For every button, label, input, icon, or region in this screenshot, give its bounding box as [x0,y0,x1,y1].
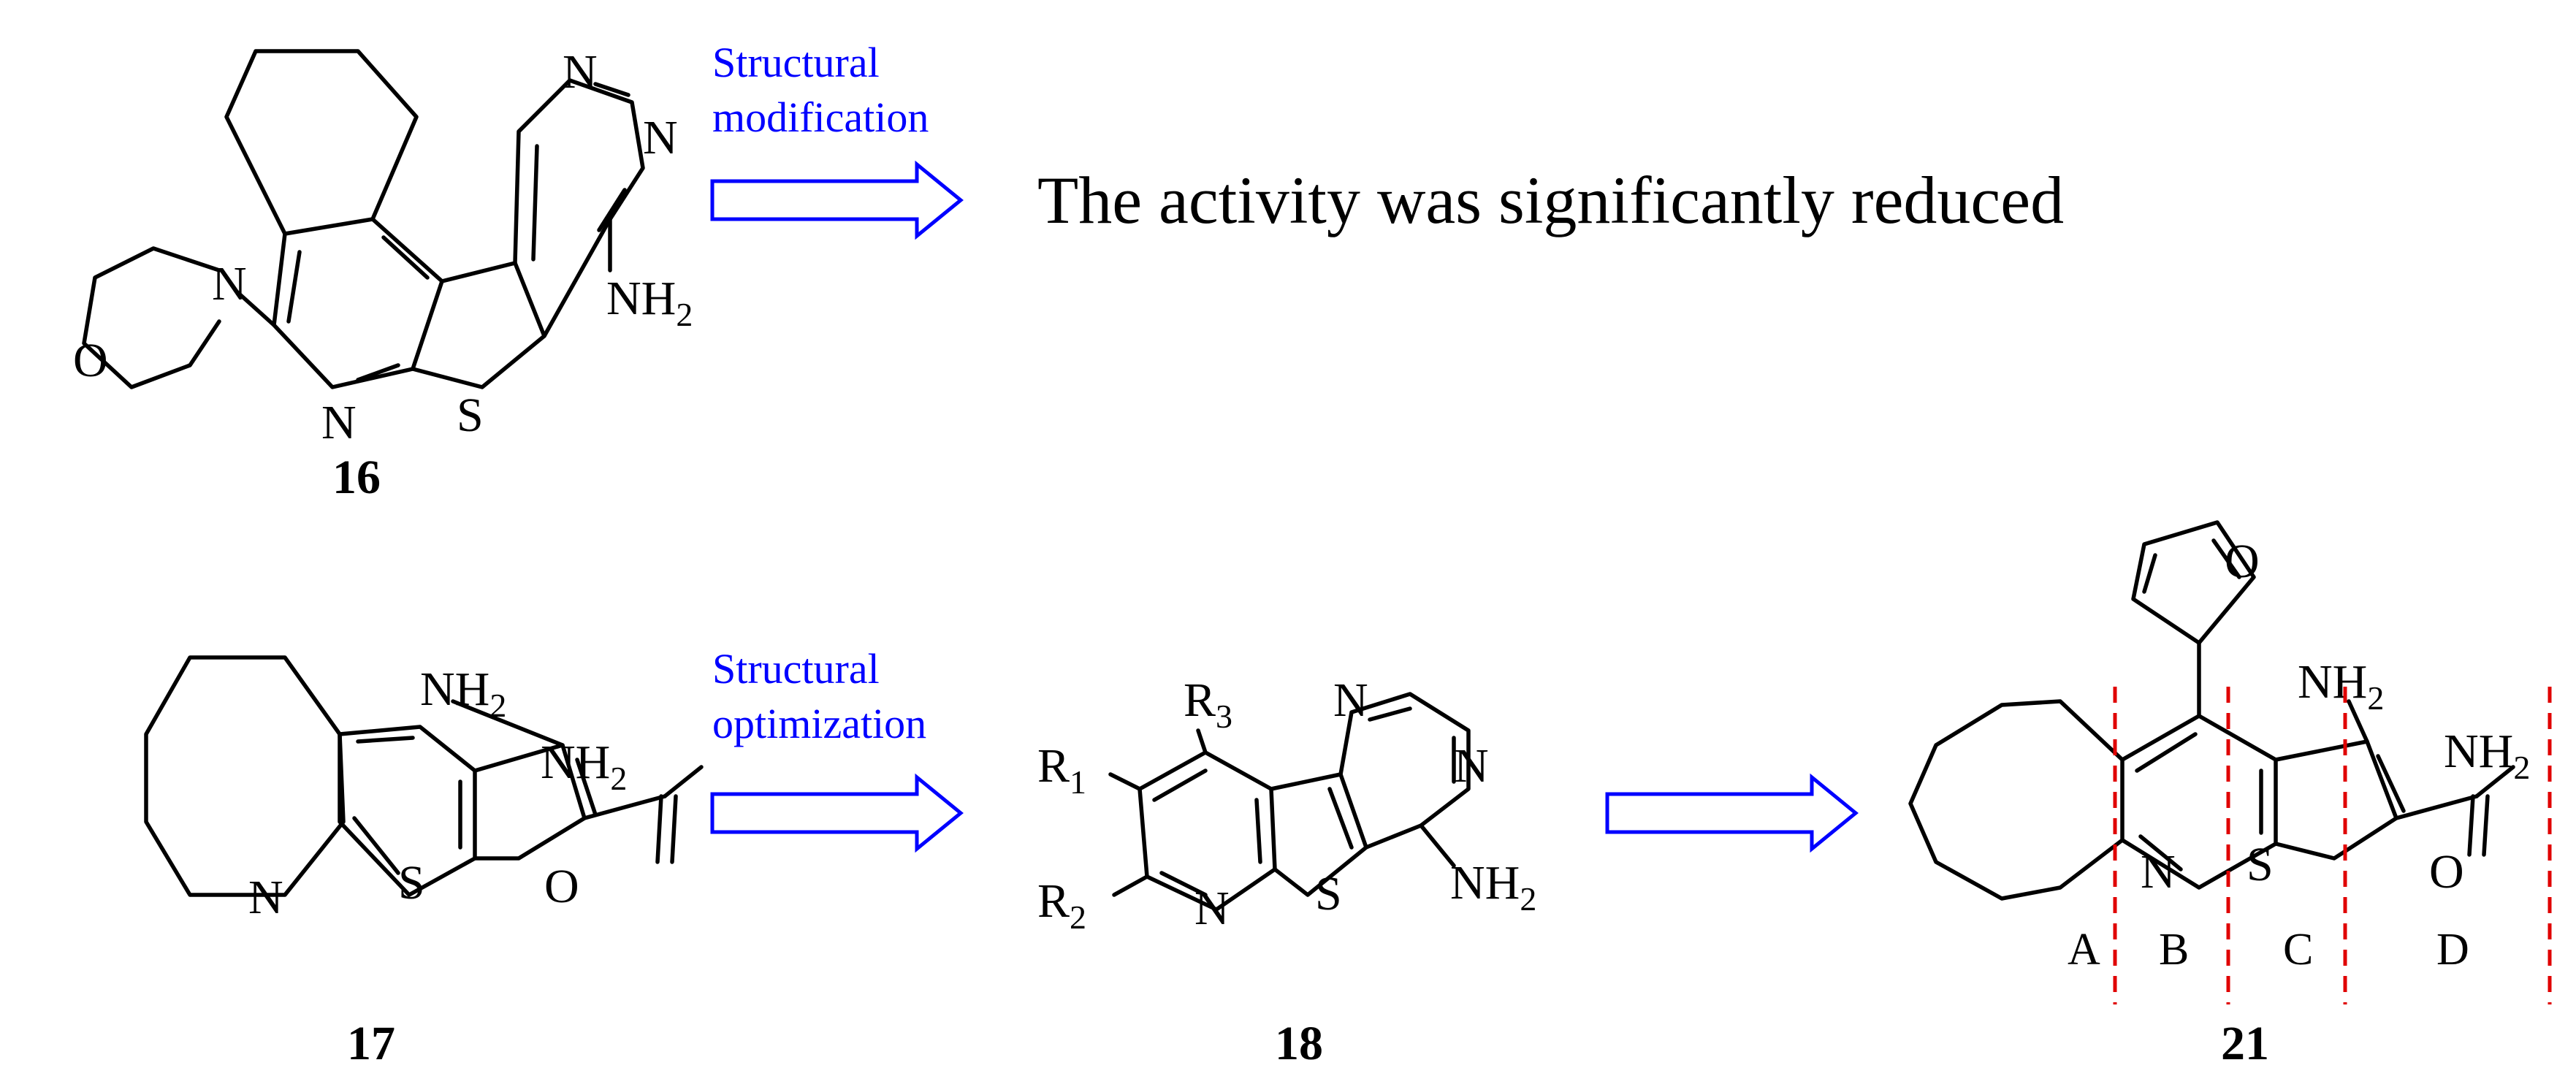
c18-atom-r2: R2 [1037,874,1086,936]
c21-furan-bonds [2131,520,2256,645]
ring-label-b: B [2159,925,2189,975]
compound-21-structure [1908,520,2515,901]
bottom-structural-optimization-arrow [710,773,964,853]
c16-atom-s: S [457,389,484,442]
c16-atom-n3: N [212,257,247,310]
c17-atom-o: O [544,860,579,913]
top-structural-modification-arrow [710,160,964,240]
c18-atom-r1: R1 [1037,739,1086,801]
ring-label-d: D [2436,925,2469,975]
c18-atom-n-pyrimidine-2: N [1454,739,1489,793]
c16-atom-n1: N [563,45,598,99]
c21-pyridine-bonds [2120,714,2278,890]
c21-atom-o-furan: O [2225,535,2260,588]
compound-18-structure [1108,692,1471,912]
c16-cyclohexane-bonds [224,49,419,236]
arrow-to-compound-21 [1605,773,1859,853]
c17-atom-nh2-amide: NH2 [541,736,627,797]
top-arrow-label-line2: modification [712,94,929,141]
c17-atom-s: S [398,856,425,909]
c21-atom-n: N [2141,845,2176,899]
c18-atom-r3: R3 [1184,674,1232,735]
compound-16-structure [82,49,645,389]
c16-thiophene-bonds [411,261,546,389]
c17-atom-n: N [248,871,283,924]
c17-atom-nh2-amine: NH2 [420,663,506,724]
c21-atom-nh2-amine: NH2 [2298,655,2384,717]
c18-atom-nh2: NH2 [1450,856,1536,918]
c16-pyridine-bonds [272,217,444,389]
c17-cyclooctane-bonds [144,655,346,897]
ring-label-a: A [2068,925,2100,975]
result-statement: The activity was significantly reduced [1037,163,2064,237]
c18-atom-n-pyridine: N [1194,882,1230,935]
bottom-arrow-label-line2: optimization [712,700,926,747]
c21-cyclooctane-bonds [1908,699,2125,901]
compound-16-label: 16 [332,451,381,504]
bottom-arrow-label-line1: Structural [712,645,880,693]
ring-label-c: C [2283,925,2313,975]
c21-atom-nh2-amide: NH2 [2444,725,2530,786]
c18-atom-s: S [1315,867,1342,920]
compound-21-label: 21 [2221,1017,2269,1070]
c21-atom-s: S [2247,838,2274,891]
compound-17-structure [144,655,704,897]
c16-atom-n2: N [643,111,678,164]
c16-morpholine-bonds [82,246,221,389]
c16-atom-o: O [73,334,108,387]
compound-18-label: 18 [1275,1017,1323,1070]
compound-17-label: 17 [347,1017,395,1070]
c16-atom-nh2: NH2 [606,272,693,333]
c21-atom-o-amide: O [2429,845,2464,899]
c18-atom-n-pyrimidine-1: N [1333,674,1368,727]
c16-atom-n4: N [321,396,357,449]
top-arrow-label-line1: Structural [712,39,880,86]
